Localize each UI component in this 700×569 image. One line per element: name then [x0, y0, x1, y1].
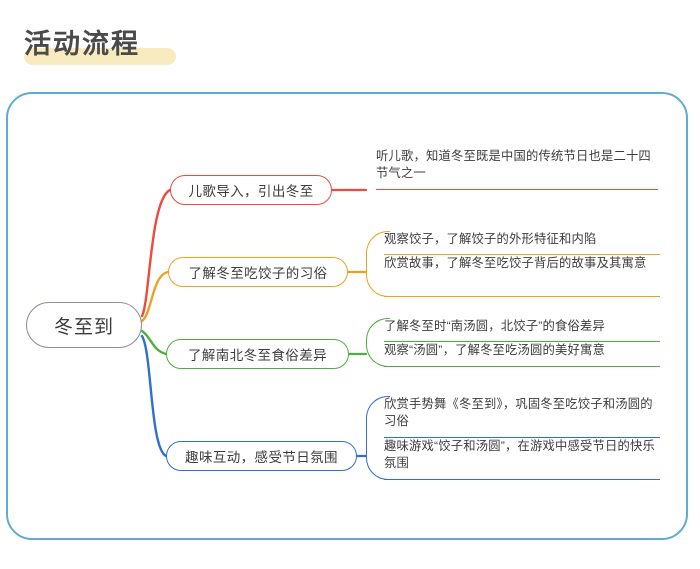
leaf-item-2-2-label: 欣赏故事，了解冬至吃饺子背后的故事及其寓意 [384, 256, 647, 270]
root-node-label: 冬至到 [53, 316, 114, 338]
leaf-item-4-1[interactable]: 欣赏手势舞《冬至到》，巩固冬至吃饺子和汤圆的习俗 [384, 396, 660, 438]
branch-node-2[interactable]: 了解冬至吃饺子的习俗 [168, 257, 348, 287]
mindmap-frame [6, 92, 688, 540]
leaf-item-4-2[interactable]: 趣味游戏“饺子和汤圆”，在游戏中感受节日的快乐氛围 [384, 438, 660, 480]
branch-node-3-label: 了解南北冬至食俗差异 [188, 348, 327, 363]
branch-node-3[interactable]: 了解南北冬至食俗差异 [166, 339, 349, 369]
branch-node-2-label: 了解冬至吃饺子的习俗 [188, 266, 328, 281]
leaf-item-2-2[interactable]: 欣赏故事，了解冬至吃饺子背后的故事及其寓意 [384, 255, 660, 297]
branch-node-1[interactable]: 儿歌导入，引出冬至 [170, 175, 332, 205]
leaf-group-2: 观察饺子，了解饺子的外形特征和内陷 欣赏故事，了解冬至吃饺子背后的故事及其寓意 [366, 231, 660, 297]
leaf-item-1-1[interactable]: 听儿歌，知道冬至既是中国的传统节日也是二十四节气之一 [376, 148, 658, 190]
root-node[interactable]: 冬至到 [26, 302, 142, 348]
leaf-item-2-1-label: 观察饺子，了解饺子的外形特征和内陷 [384, 232, 597, 246]
leaf-item-3-2-label: 观察“汤圆”，了解冬至吃汤圆的美好寓意 [384, 343, 606, 357]
page-title-area: 活动流程 [24, 22, 176, 68]
leaf-item-1-1-label: 听儿歌，知道冬至既是中国的传统节日也是二十四节气之一 [376, 149, 651, 180]
leaf-item-3-1-label: 了解冬至时“南汤圆，北饺子”的食俗差异 [384, 319, 606, 333]
leaf-item-3-2[interactable]: 观察“汤圆”，了解冬至吃汤圆的美好寓意 [384, 342, 660, 367]
title-highlight-bar [24, 48, 176, 65]
leaf-item-3-1[interactable]: 了解冬至时“南汤圆，北饺子”的食俗差异 [384, 318, 660, 342]
branch-node-4-label: 趣味互动，感受节日氛围 [185, 450, 338, 465]
page-title: 活动流程 [24, 29, 140, 59]
branch-node-1-label: 儿歌导入，引出冬至 [188, 184, 314, 199]
branch-node-4[interactable]: 趣味互动，感受节日氛围 [166, 441, 357, 471]
leaf-item-2-1[interactable]: 观察饺子，了解饺子的外形特征和内陷 [384, 231, 660, 255]
leaf-item-4-2-label: 趣味游戏“饺子和汤圆”，在游戏中感受节日的快乐氛围 [384, 439, 656, 470]
leaf-group-3: 了解冬至时“南汤圆，北饺子”的食俗差异 观察“汤圆”，了解冬至吃汤圆的美好寓意 [366, 318, 660, 367]
leaf-group-1: 听儿歌，知道冬至既是中国的传统节日也是二十四节气之一 [366, 148, 658, 190]
leaf-group-4: 欣赏手势舞《冬至到》，巩固冬至吃饺子和汤圆的习俗 趣味游戏“饺子和汤圆”，在游戏… [366, 396, 660, 480]
leaf-item-4-1-label: 欣赏手势舞《冬至到》，巩固冬至吃饺子和汤圆的习俗 [384, 397, 653, 428]
